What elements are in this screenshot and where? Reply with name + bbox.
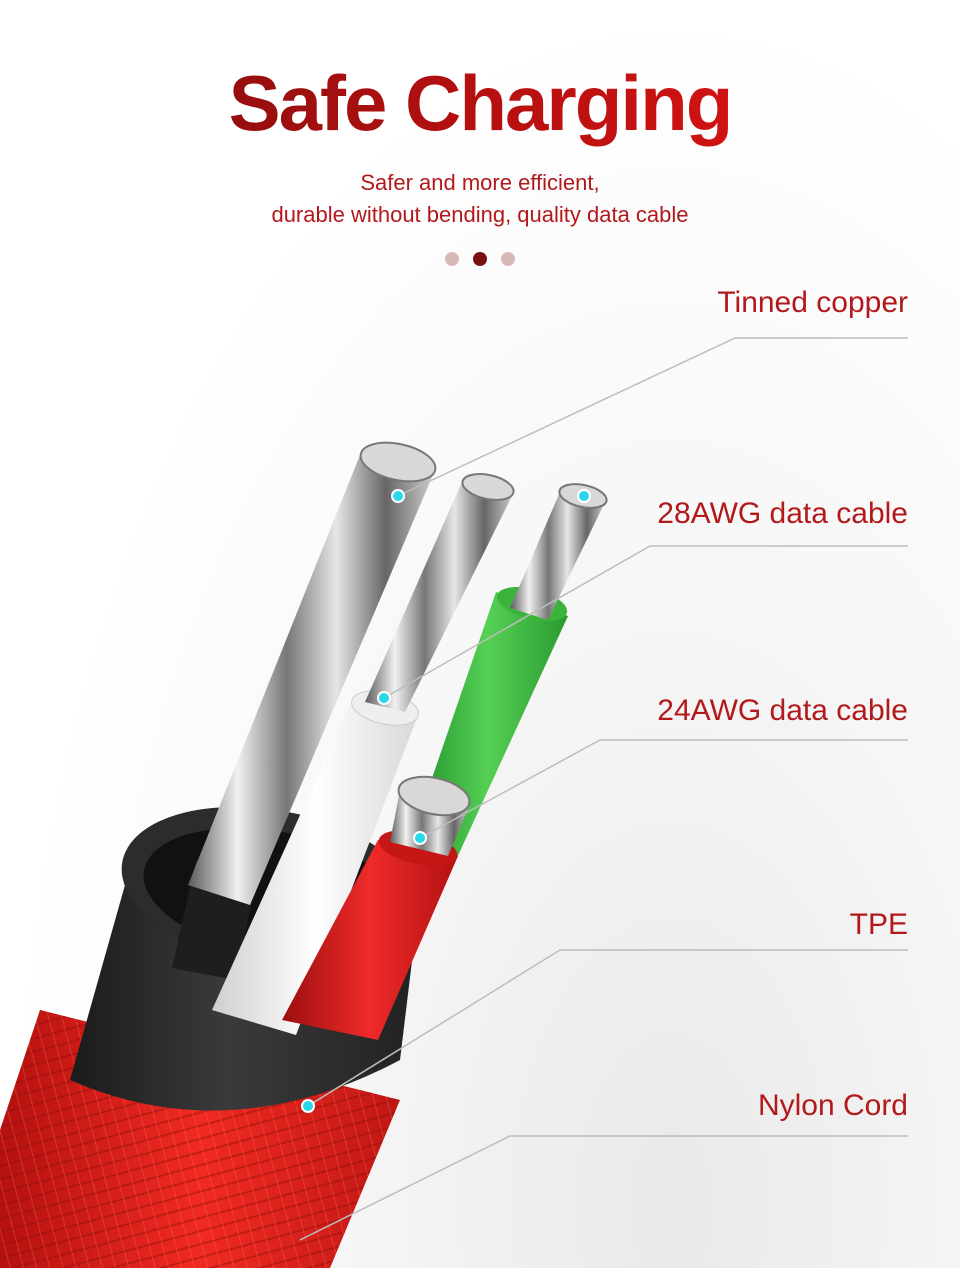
pagination-dot[interactable] [473, 252, 487, 266]
pagination-dot[interactable] [501, 252, 515, 266]
pagination-dots [0, 252, 960, 266]
leader-lines [299, 337, 908, 1241]
label-tpe: TPE [849, 908, 908, 941]
marker-dot [301, 1099, 315, 1113]
wire-white [212, 473, 515, 1035]
wire-red [282, 775, 471, 1040]
marker-dot [413, 831, 427, 845]
label-28awg-data-cable: 28AWG data cable [657, 497, 908, 530]
marker-dot [577, 489, 591, 503]
wire-black [172, 441, 437, 980]
page-title: Safe Charging [0, 58, 960, 149]
label-24awg-data-cable: 24AWG data cable [657, 694, 908, 727]
marker-dots [301, 489, 591, 1113]
marker-dot [377, 691, 391, 705]
marker-dot [391, 489, 405, 503]
pagination-dot[interactable] [445, 252, 459, 266]
subtitle-line-1: Safer and more efficient, [360, 170, 600, 195]
subtitle-line-2: durable without bending, quality data ca… [271, 202, 689, 227]
label-nylon-cord: Nylon Cord [757, 1089, 908, 1122]
label-tinned-copper: Tinned copper [717, 286, 908, 319]
